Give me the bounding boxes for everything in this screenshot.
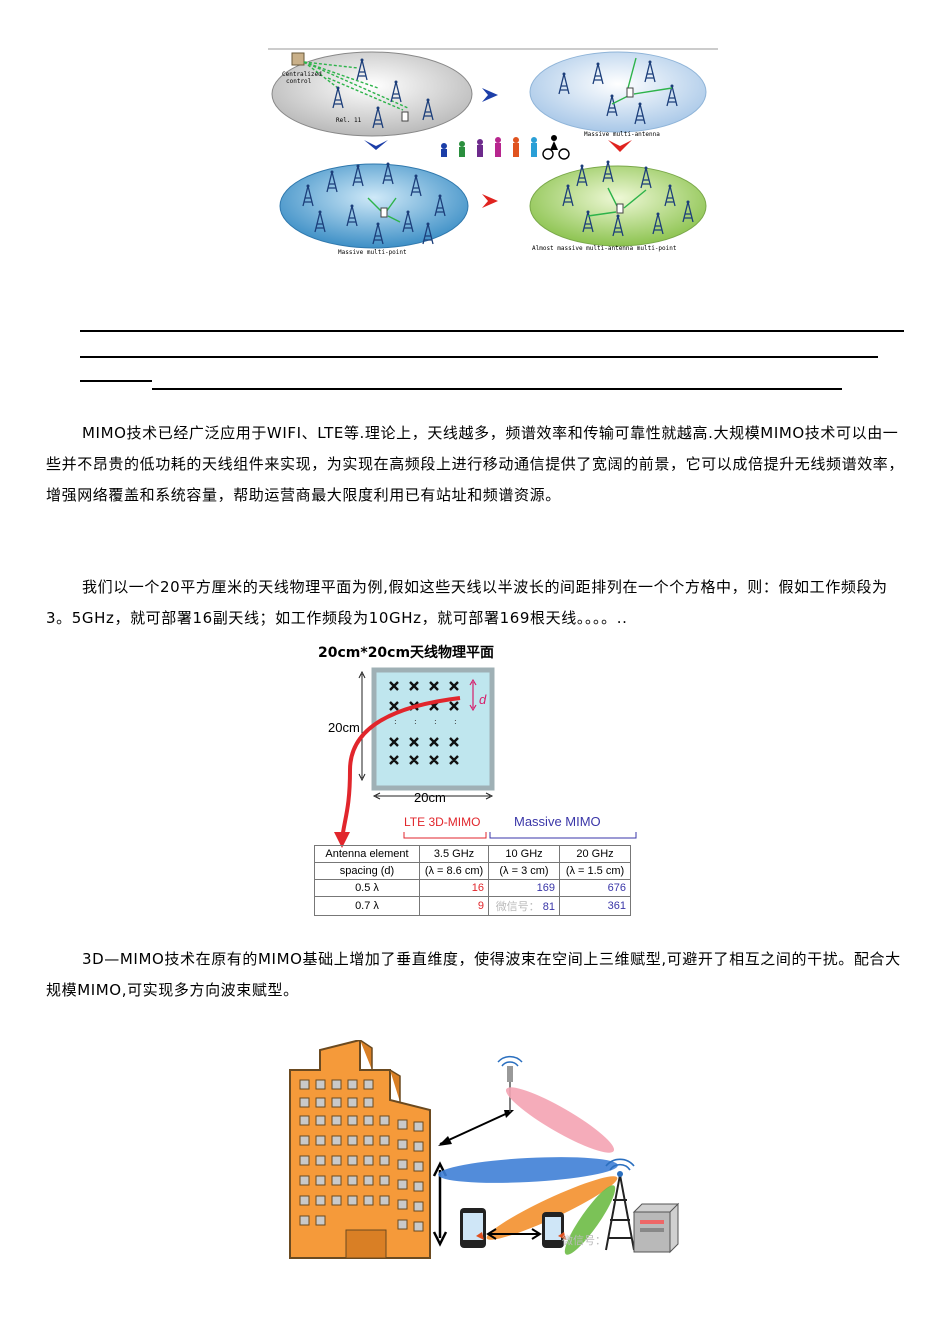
blank-line-3b: [152, 388, 842, 390]
svg-text::: :: [394, 717, 397, 726]
table-row: 0.7 λ 9 微信号： 81 361: [314, 896, 631, 916]
svg-text:20cm: 20cm: [328, 720, 360, 735]
watermark: 微信号：: [562, 1233, 606, 1247]
table-header-row: Antenna element 3.5 GHz 10 GHz 20 GHz: [314, 845, 631, 863]
table-row: 0.5 λ 16 169 676: [314, 879, 631, 897]
beam-green: [564, 1185, 616, 1255]
phone-left-icon: [460, 1208, 486, 1248]
ellipse-rel11: Centralized control Rel. 11: [271, 51, 473, 137]
svg-text:Massive multi-antenna: Massive multi-antenna: [584, 131, 660, 138]
blank-line-2: [80, 356, 878, 358]
down-arrow-icon: [364, 140, 388, 150]
small-antenna-icon: [497, 1055, 523, 1082]
evolution-diagram: Centralized control Rel. 11 Massive mult…: [268, 48, 718, 256]
svg-text:d: d: [479, 692, 487, 707]
blank-line-1: [80, 330, 904, 332]
ellipse-massive-multi-antenna: Massive multi-antenna: [529, 51, 707, 138]
svg-text::: :: [414, 717, 417, 726]
antenna-spacing-table: Antenna element 3.5 GHz 10 GHz 20 GHz sp…: [314, 845, 631, 916]
evolution-figures-icon: [441, 135, 570, 160]
paragraph-mimo-intro: MIMO技术已经广泛应用于WIFI、LTE等.理论上，天线越多，频谱效率和传输可…: [46, 424, 905, 504]
svg-text:LTE 3D-MIMO: LTE 3D-MIMO: [404, 815, 480, 829]
phone-right-icon: [542, 1212, 566, 1248]
watermark: 微信号：: [495, 900, 540, 913]
antenna-figure-title: 20cm*20cm天线物理平面: [318, 645, 495, 661]
svg-text:20cm: 20cm: [414, 790, 446, 805]
beam-blue: [438, 1157, 618, 1183]
table-header-row: spacing (d) (λ = 8.6 cm) (λ = 3 cm) (λ =…: [314, 862, 631, 880]
svg-text:Massive multi-point: Massive multi-point: [338, 249, 407, 256]
paragraph-3d-mimo: 3D—MIMO技术在原有的MIMO基础上增加了垂直维度，使得波束在空间上三维赋型…: [46, 950, 901, 999]
svg-text:Rel. 11: Rel. 11: [336, 117, 362, 124]
svg-text::: :: [454, 717, 457, 726]
beam-pink: [505, 1087, 615, 1153]
svg-text:control: control: [286, 78, 312, 85]
equipment-cabinet-icon: [632, 1202, 680, 1254]
svg-text:Almost massive multi-antenna m: Almost massive multi-antenna multi-point: [532, 245, 677, 252]
ellipse-massive-multi-point: Massive multi-point: [279, 161, 469, 256]
right-arrow-red-icon: [482, 194, 498, 208]
antenna-plane-diagram: :::: d 20cm 20cm LTE 3D-MIMO Massive MIM…: [328, 667, 637, 848]
ellipse-almost-massive: Almost massive multi-antenna multi-point: [529, 159, 707, 252]
base-station-tower-icon: [605, 1158, 635, 1251]
beamforming-diagram: 微信号：: [289, 1040, 680, 1259]
building-icon: [289, 1040, 431, 1259]
svg-text:Centralized: Centralized: [282, 71, 322, 78]
svg-text:Massive MIMO: Massive MIMO: [514, 814, 601, 829]
paragraph-antenna-example: 我们以一个20平方厘米的天线物理平面为例,假如这些天线以半波长的间距排列在一个个…: [46, 578, 888, 627]
beam-orange: [486, 1176, 618, 1240]
blank-line-3a: [80, 380, 152, 382]
svg-text::: :: [434, 717, 437, 726]
down-arrow-red-icon: [608, 140, 632, 152]
right-arrow-icon: [482, 88, 498, 102]
